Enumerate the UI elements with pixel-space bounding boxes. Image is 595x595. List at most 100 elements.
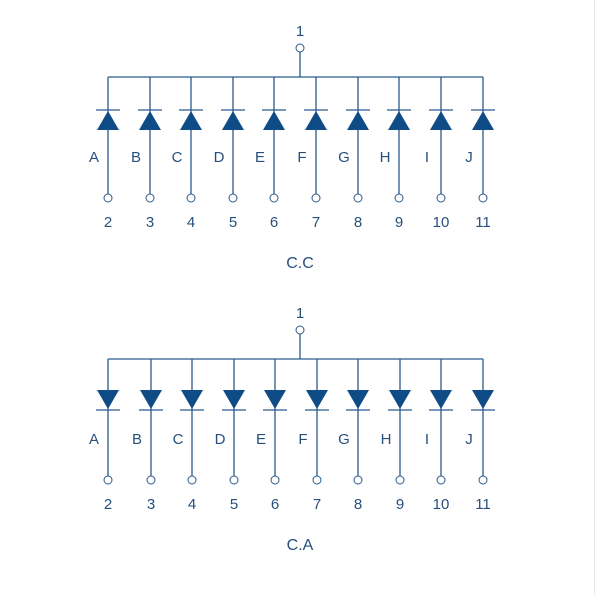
common-pin-terminal [295,325,305,335]
pin-number-label: 6 [271,496,279,513]
channel-g: G8 [338,359,370,513]
pin-terminal [146,475,156,485]
diode-symbol [222,390,246,411]
pin-number-label: 8 [354,214,362,231]
pin-terminal [103,475,113,485]
pin-number-label: 4 [187,214,195,231]
diode-symbol [471,390,495,411]
channel-h: H9 [381,359,412,513]
diode-triangle [306,390,328,409]
diode-symbol [263,390,287,411]
diode-triangle [388,111,410,130]
pin-number-label: 11 [475,496,491,513]
diode-symbol [96,390,120,411]
diode-symbol [139,390,163,411]
channel-f: F7 [298,359,329,513]
segment-label: F [298,431,307,448]
channel-a: A2 [89,77,120,231]
channel-a: A2 [89,359,120,513]
diode-symbol [262,109,286,130]
pin-terminal [394,193,404,203]
diode-triangle [347,111,369,130]
diode-triangle [263,111,285,130]
diode-triangle [181,390,203,409]
circuit-caption: C.C [286,255,314,272]
diode-triangle [222,111,244,130]
pin-terminal [436,193,446,203]
pin-number-label: 7 [312,214,320,231]
pin-number-label: 2 [104,496,112,513]
diode-triangle [97,111,119,130]
pin-number-label: 7 [313,496,321,513]
diode-triangle [472,390,494,409]
segment-label: E [255,149,265,166]
pin-terminal [103,193,113,203]
pin-terminal [228,193,238,203]
pin-terminal [229,475,239,485]
channel-g: G8 [338,77,370,231]
pin-number-label: 4 [188,496,196,513]
diode-symbol [429,390,453,411]
channel-i: I10 [425,359,453,513]
segment-label: A [89,431,99,448]
diode-symbol [305,390,329,411]
pin-terminal [269,193,279,203]
channel-h: H9 [380,77,411,231]
pin-terminal [353,193,363,203]
pin-terminal [353,475,363,485]
segment-label: D [215,431,226,448]
pin-terminal [478,475,488,485]
common-pin-label: 1 [296,23,304,40]
diode-triangle [140,390,162,409]
channel-j: J11 [465,359,495,513]
segment-label: I [425,431,429,448]
segment-label: G [338,431,350,448]
segment-label: B [132,431,142,448]
channel-c: C4 [173,359,204,513]
common-pin-label: 1 [296,305,304,322]
pin-number-label: 11 [475,214,491,231]
segment-label: H [381,431,392,448]
diode-triangle [223,390,245,409]
segment-label: C [173,431,184,448]
pin-terminal [270,475,280,485]
diode-symbol [304,109,328,130]
diode-triangle [389,390,411,409]
diode-triangle [430,111,452,130]
pin-terminal [145,193,155,203]
diode-symbol [179,109,203,130]
diode-symbol [221,109,245,130]
diode-symbol [138,109,162,130]
segment-label: D [214,149,225,166]
segment-label: A [89,149,99,166]
channel-b: B3 [132,359,163,513]
pin-terminal [312,475,322,485]
segment-label: J [465,149,473,166]
diode-triangle [139,111,161,130]
pin-number-label: 6 [270,214,278,231]
segment-label: F [297,149,306,166]
diode-triangle [347,390,369,409]
diode-symbol [471,109,495,130]
pin-number-label: 3 [146,214,154,231]
channel-d: D5 [215,359,246,513]
pin-number-label: 5 [229,214,237,231]
diode-triangle [97,390,119,409]
diode-symbol [388,390,412,411]
diode-symbol [180,390,204,411]
diode-triangle [472,111,494,130]
channel-b: B3 [131,77,162,231]
pin-terminal [186,193,196,203]
segment-label: E [256,431,266,448]
circuit-caption: C.A [287,537,314,554]
diode-symbol [429,109,453,130]
common-pin-terminal [295,43,305,53]
pin-number-label: 9 [395,214,403,231]
pin-terminal [478,193,488,203]
channel-f: F7 [297,77,328,231]
diode-symbol [387,109,411,130]
channel-j: J 11 [465,77,495,231]
